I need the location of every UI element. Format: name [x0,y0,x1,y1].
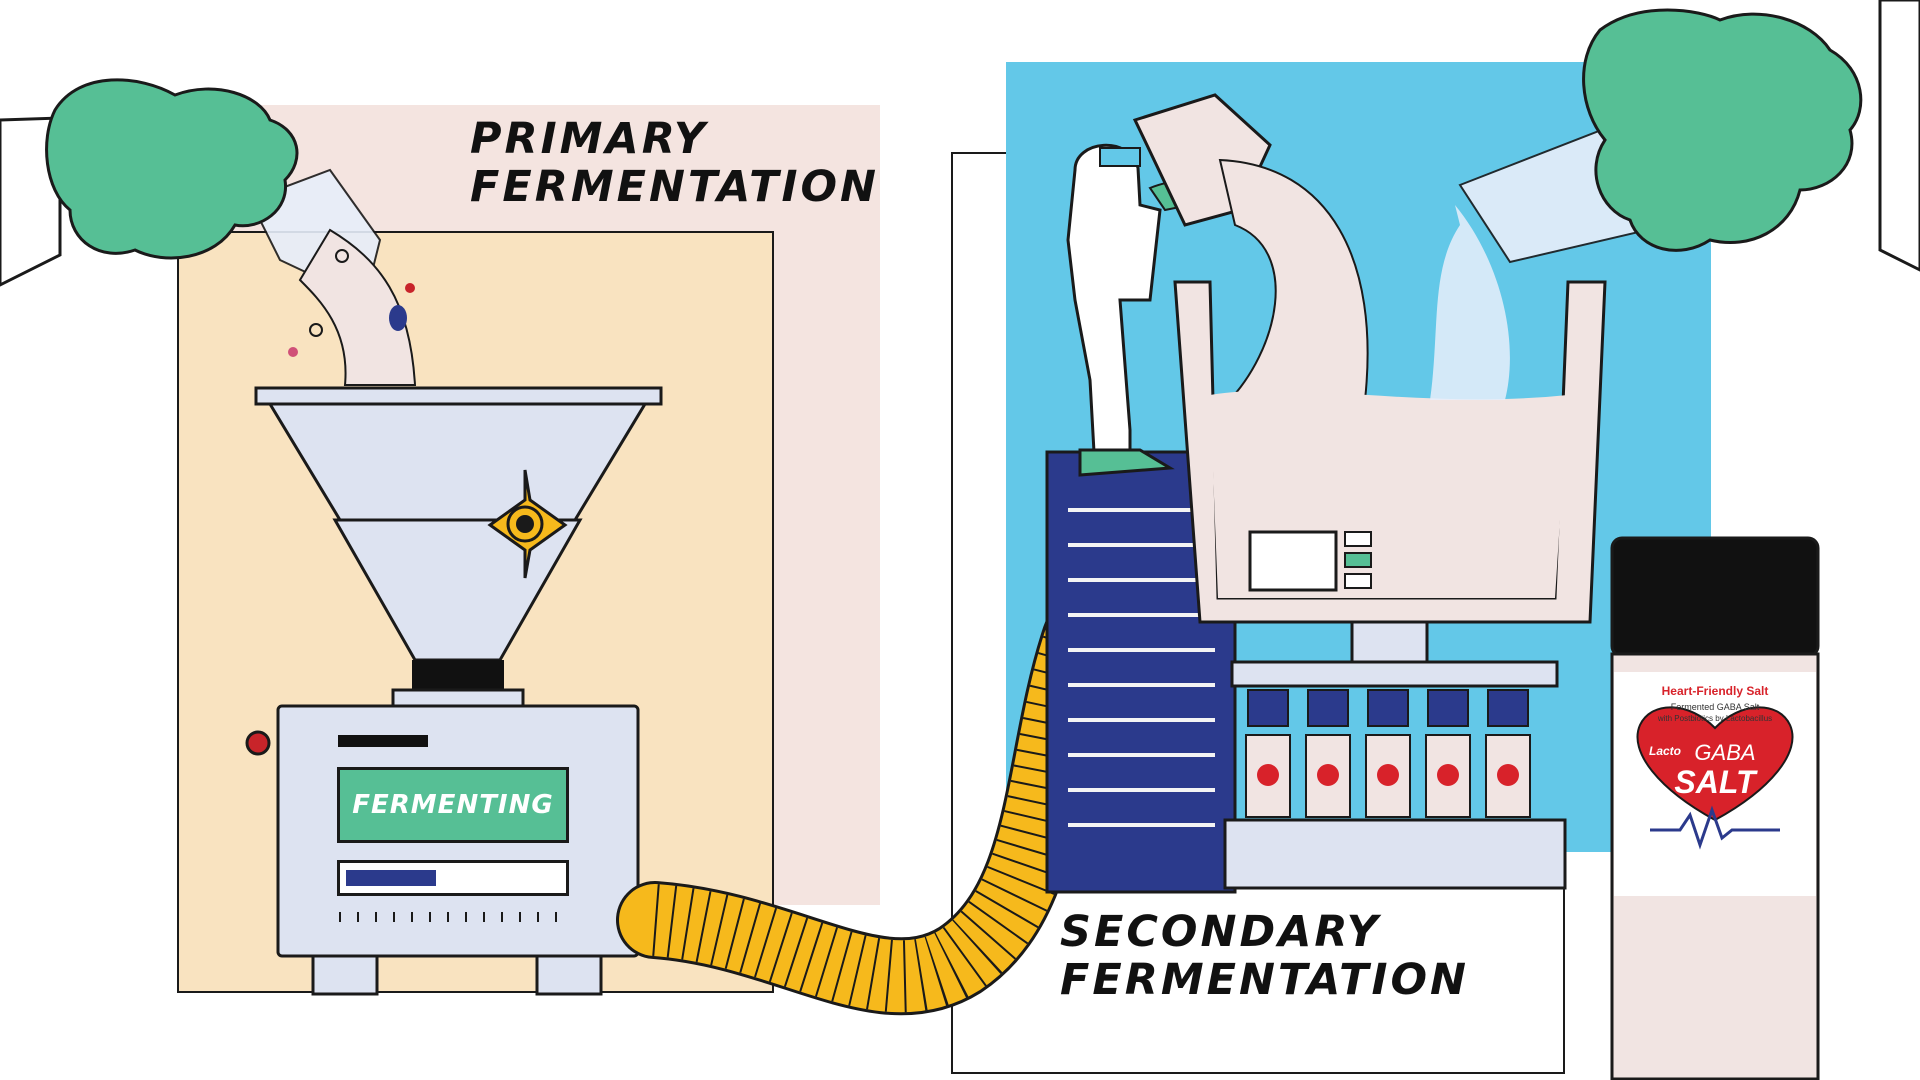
machine-progress-bar [337,860,569,896]
hopper-neck [412,660,504,690]
filling-nozzles [1247,689,1529,727]
machine-tick-marks [339,912,557,922]
secondary-fermentation-title: SECONDARY FERMENTATION [1060,908,1469,1004]
primary-fermentation-title: PRIMARY FERMENTATION [470,115,879,211]
ladder-rungs [1068,508,1215,827]
left-sleeve [0,116,62,287]
machine-slot [338,735,428,747]
right-glove-icon [1582,8,1863,252]
jar-brand: Lacto [1648,744,1681,758]
tank-control-display [1248,530,1338,592]
valve-wheel-icon [487,469,568,579]
jar-product-word-1: GABA [1694,740,1756,765]
product-jar-cap [1610,536,1820,658]
jar-product-word-2: SALT [1674,764,1756,800]
secondary-title-line2: FERMENTATION [1060,955,1470,1006]
heart-icon [1636,706,1794,822]
microbe-dot [335,249,349,263]
secondary-title-line1: SECONDARY [1060,907,1381,957]
right-sleeve [1878,0,1920,272]
jar-subline-2: with Postbiotics by Lactobacillus [1657,714,1773,723]
tank-control-button [1344,552,1372,568]
machine-indicator-light [245,730,271,756]
fermentation-tank [1173,280,1607,624]
primary-pour-stream [298,228,417,386]
primary-title-line2: FERMENTATION [470,162,880,213]
machine-leg [535,954,603,996]
conveyor-belt [1223,818,1567,890]
small-salt-jars [1245,734,1531,818]
tank-control-button [1344,531,1372,547]
machine-status-text: FERMENTING [352,790,554,820]
hopper-rim [254,386,663,406]
tank-stand-column [1350,620,1429,664]
machine-leg [311,954,379,996]
machine-status-screen: FERMENTING [337,767,569,843]
jar-headline: Heart-Friendly Salt [1661,684,1769,698]
microbe-dot [288,347,298,357]
machine-progress-fill [346,870,436,886]
left-glove-icon [45,78,299,260]
filling-machine-top [1230,660,1559,688]
hopper-collar [391,688,525,708]
right-pour-stream [1430,205,1510,400]
lab-worker [1066,143,1202,477]
microbe-dot [389,305,407,331]
microbe-dot [405,283,415,293]
jar-subline-1: Fermented GABA Salt [1670,702,1760,712]
tank-control-button [1344,573,1372,589]
heartbeat-line-icon [1650,805,1780,850]
primary-title-line1: PRIMARY [470,114,708,164]
microbe-dot [309,323,323,337]
